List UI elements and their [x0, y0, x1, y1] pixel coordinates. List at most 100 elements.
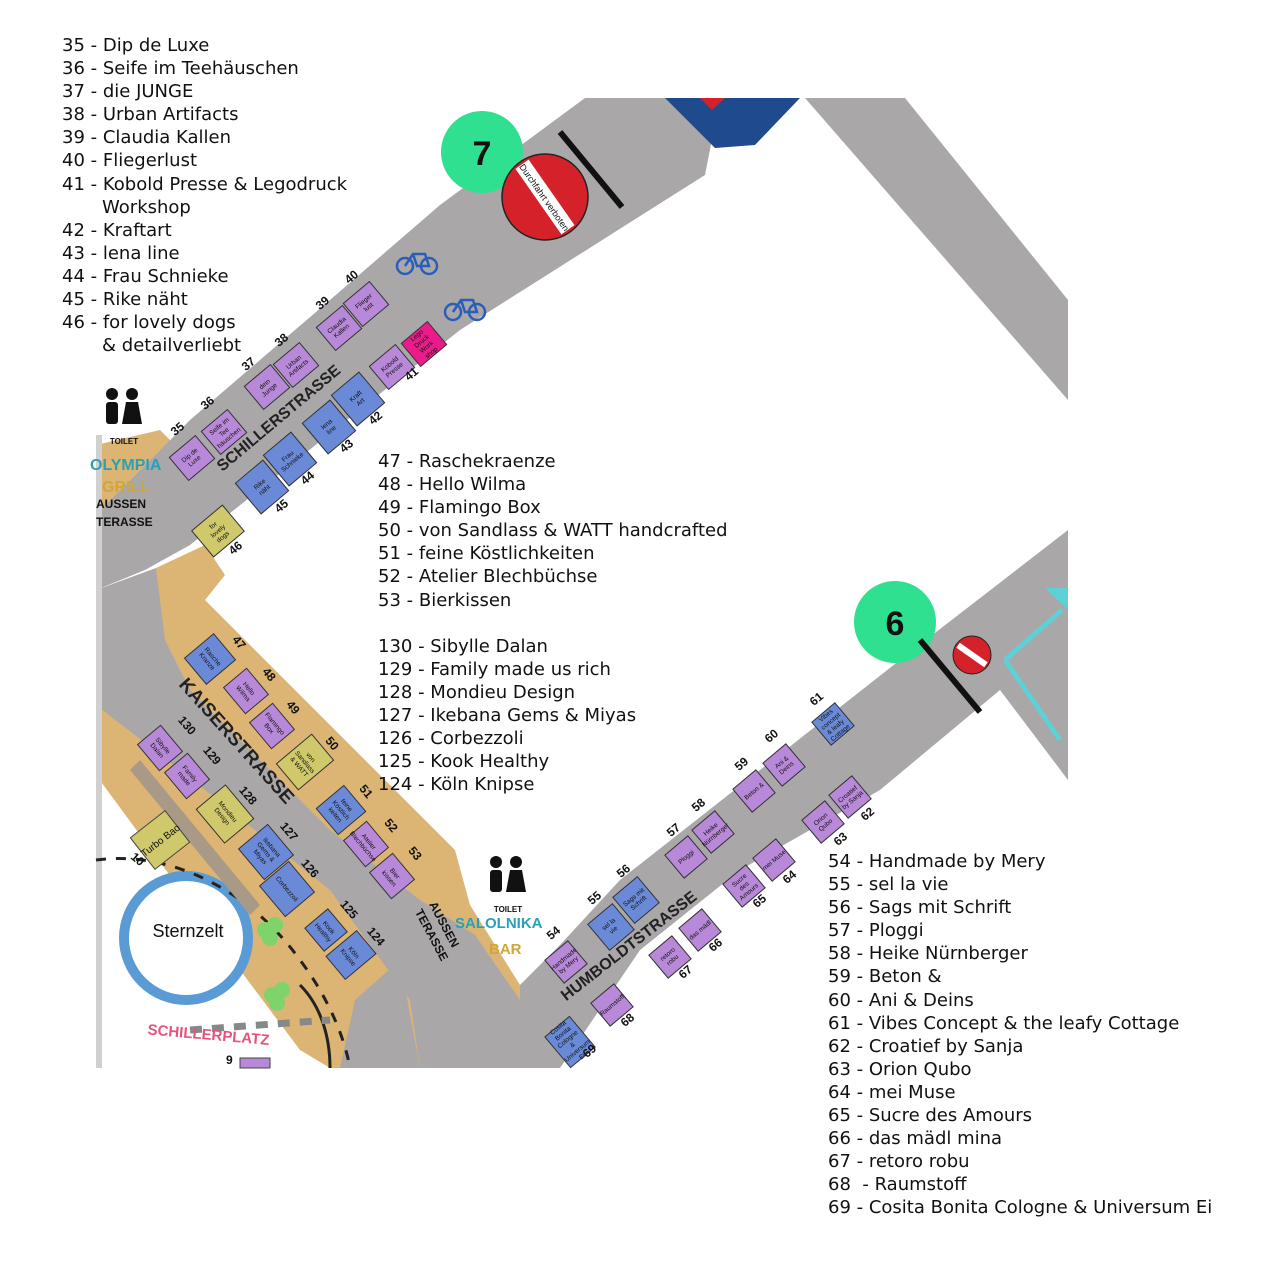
stall-64[interactable]: mei Muse — [752, 838, 796, 882]
building-navy — [665, 98, 800, 148]
venue-schillerplatz-label: SCHILLERPLATZ — [147, 1021, 270, 1049]
stall-box — [400, 320, 448, 368]
stall-49[interactable]: FlamingoBox — [248, 702, 296, 750]
stall-45[interactable]: Rikenäht — [234, 459, 290, 515]
stall-box — [315, 784, 367, 836]
stall-40[interactable]: Fliegerlust — [342, 280, 390, 328]
road-north-east — [805, 98, 1068, 400]
stall-59[interactable]: Beton & — [732, 769, 776, 813]
legend-entry: 129 - Family made us rich — [378, 658, 611, 680]
bicycle-icon — [443, 298, 487, 322]
stall-35[interactable]: Dip deLuxe — [168, 434, 216, 482]
stall-box — [590, 983, 634, 1027]
stall-129[interactable]: Familymade — [163, 752, 211, 800]
legend-entry: 63 - Orion Qubo — [828, 1058, 972, 1080]
legend-entry: 58 - Heike Nürnberger — [828, 943, 1028, 965]
toilet-icon: TOILET — [106, 388, 142, 446]
stall-55[interactable]: sel lavie — [587, 902, 635, 952]
venue-grill-label: GRILL — [102, 479, 150, 496]
stall-37[interactable]: deinJunge — [243, 363, 291, 411]
stall-67[interactable]: retororobu — [648, 935, 692, 979]
stall-128[interactable]: MondieuDesign — [195, 784, 255, 844]
stall-56[interactable]: Sags mitSchrift — [612, 875, 660, 925]
legend-entry: 51 - feine Köstlichkeiten — [378, 543, 595, 565]
stall-66[interactable]: das mädl — [678, 908, 722, 952]
stall-box — [163, 752, 211, 800]
stall-63[interactable]: OrionQubo — [801, 800, 845, 844]
stall-box — [722, 864, 766, 908]
stall-47[interactable]: RascheKranze — [183, 633, 237, 685]
stall-box — [304, 908, 348, 952]
legend-entry: 52 - Atelier Blechbüchse — [378, 566, 598, 588]
stall-box — [811, 702, 855, 746]
stall-box — [168, 434, 216, 482]
stall-51[interactable]: feineKöstlichkeiten — [315, 784, 367, 836]
legend-entry: 48 - Hello Wilma — [378, 474, 527, 496]
legend-entry: 56 - Sags mit Schrift — [828, 897, 1012, 919]
toilet-icon: TOILET — [490, 856, 526, 914]
stall-box — [752, 838, 796, 882]
road-east-side — [1000, 610, 1068, 780]
legend-entry: 69 - Cosita Bonita Cologne & Universum E… — [828, 1197, 1213, 1219]
dashed-line — [189, 1016, 331, 1034]
stall-box — [342, 280, 390, 328]
stall-50[interactable]: vonSandlass& WATT — [275, 733, 335, 791]
stall-box — [258, 860, 316, 918]
stall-125[interactable]: KookHealthy — [304, 908, 348, 952]
stall-60[interactable]: Ani &Deins — [762, 743, 806, 787]
sand-area-kaiser-east — [156, 545, 530, 1000]
legend-entry: 46 - for lovely dogs — [62, 312, 236, 334]
stall-53[interactable]: Bierkissen — [368, 852, 416, 900]
legend-entry: 61 - Vibes Concept & the leafy Cottage — [828, 1012, 1180, 1034]
legend-entry: 47 - Raschekraenze — [378, 451, 556, 472]
stall-48[interactable]: HelloWilma — [222, 667, 270, 715]
stall-68[interactable]: Raumstoff — [590, 983, 634, 1027]
stall-box — [612, 875, 660, 925]
stall-126[interactable]: Corbezzoli — [258, 860, 316, 918]
stall-box — [272, 341, 320, 389]
stall-43[interactable]: lenaline — [301, 399, 357, 455]
stall-69[interactable]: CositaBonitaCologne&UniversumEi — [544, 1015, 597, 1070]
legend-entry: 57 - Ploggi — [828, 920, 924, 942]
stall-box — [732, 769, 776, 813]
stall-39[interactable]: ClaudiaKallen — [315, 304, 363, 352]
stall-38[interactable]: UrbanArtifacts — [272, 341, 320, 389]
stall-box — [325, 929, 377, 981]
legend-entry: 45 - Rike näht — [62, 289, 188, 311]
stall-65[interactable]: SucredesAmours — [722, 864, 766, 908]
road-south-strip — [340, 960, 420, 1068]
stall-127[interactable]: IkebanaGems &Miyas — [237, 823, 295, 881]
stall-box — [544, 940, 588, 984]
no-entry-sign-icon — [917, 635, 992, 714]
stall-box — [136, 724, 184, 772]
legend-entry: 35 - Dip de Luxe — [62, 35, 210, 56]
stall-box — [587, 902, 635, 952]
legend-entry: 53 - Bierkissen — [378, 589, 512, 611]
legend-entry: 62 - Croatief by Sanja — [828, 1035, 1024, 1057]
sternzelt-ring — [119, 871, 253, 1005]
stall-lego-druck[interactable]: LegoDruckWorkshop — [400, 320, 448, 368]
stall-41[interactable]: KoboldPresse — [368, 343, 416, 391]
stall-57[interactable]: Ploggi — [664, 835, 708, 879]
stall-130[interactable]: SibylleDalan — [136, 724, 184, 772]
stall-46[interactable]: forlovelydogs — [191, 504, 245, 558]
stall-62[interactable]: Croatiefby Sanja — [828, 775, 872, 819]
venue-sternzelt-label: Sternzelt — [152, 921, 223, 941]
stall-box — [262, 431, 318, 487]
zone-6-marker: 6 — [854, 581, 936, 663]
stall-box — [183, 633, 237, 685]
stall-52[interactable]: AtelierBlechbüchse — [342, 820, 390, 868]
stall-58[interactable]: HeikeNürnberger — [691, 809, 736, 854]
stall-124[interactable]: KölnKnipse — [325, 929, 377, 981]
stall-44[interactable]: FrauSchnieke — [262, 431, 318, 487]
stall-box — [248, 702, 296, 750]
stall-42[interactable]: KraftArt — [330, 371, 386, 427]
legend-entry: 50 - von Sandlass & WATT handcrafted — [378, 520, 728, 542]
legend-entry: 55 - sel la vie — [828, 874, 949, 896]
legend-entry: 37 - die JUNGE — [62, 81, 194, 103]
stall-54[interactable]: Handmadeby Mery — [544, 940, 588, 984]
legend-entry: 43 - lena line — [62, 242, 180, 264]
